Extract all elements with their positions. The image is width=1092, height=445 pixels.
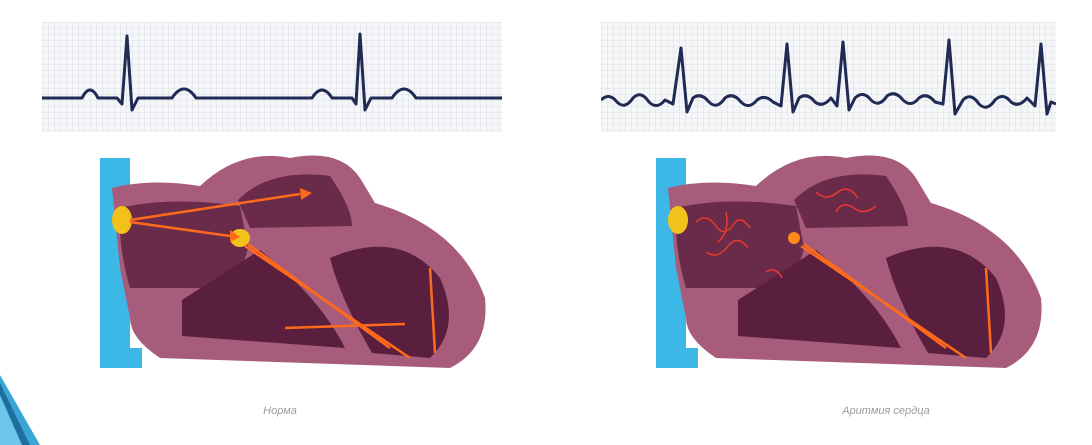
ectopic-focus — [788, 232, 800, 244]
caption-normal: Норма — [230, 405, 330, 417]
ecg-grid — [601, 22, 1056, 132]
ecg-normal-strip — [42, 22, 502, 132]
heart-normal-diagram — [90, 148, 490, 378]
panel-arrhythmia: Аритмия сердца — [546, 0, 1092, 445]
sa-node — [112, 206, 132, 234]
panel-normal: Норма — [0, 0, 546, 445]
ecg-arrhythmia-strip — [601, 22, 1056, 132]
heart-arrhythmia-diagram — [646, 142, 1046, 378]
sa-node — [668, 206, 688, 234]
decorative-corner-ribbon — [0, 375, 40, 445]
ecg-grid — [42, 22, 502, 132]
caption-arrhythmia: Аритмия сердца — [796, 405, 976, 417]
